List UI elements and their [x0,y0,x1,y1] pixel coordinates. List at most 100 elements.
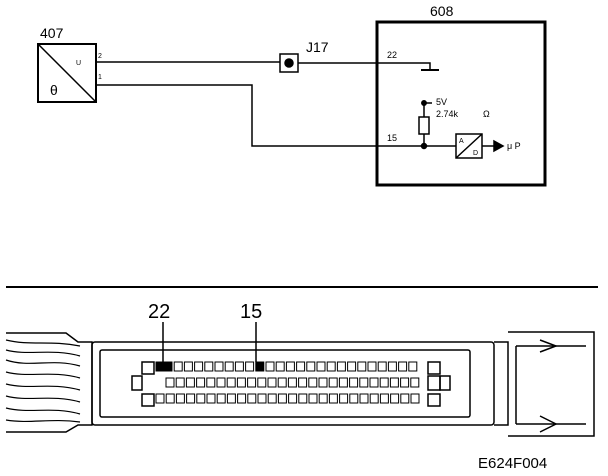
supply-voltage: 5V [436,97,447,107]
guide-right-outer [427,375,441,391]
sensor-diagonal [37,43,97,103]
guide-right-top [427,361,441,375]
pin-cavity [287,377,297,388]
pin-cavity [175,377,185,388]
adc-analog-label: A [459,138,464,145]
pin-cavity [359,377,369,388]
pin-cavity [410,377,420,388]
ad-converter-diagonal [455,133,483,159]
resistor-value: 2.74k [436,109,459,119]
pin-cavity [267,377,277,388]
pin-cavity [206,377,216,388]
pin-cavity [277,377,287,388]
pin-cavity [338,377,348,388]
guide-right-mid [439,375,451,391]
pin-cavity [275,361,285,372]
callout-15: 15 [240,301,262,323]
pin-22-cavity [155,361,173,372]
pin-cavity [165,377,175,388]
output-arrow-icon [493,139,505,153]
pin-cavity [216,377,226,388]
callout-22: 22 [148,301,170,323]
guide-right-low [427,393,441,407]
pin-cavity [369,393,379,404]
connector-body [6,332,93,433]
pin-cavity [214,361,224,372]
ecu-pin-22: 22 [387,50,397,60]
sensor-symbol: θ [50,82,58,98]
pin-cavity [367,361,377,372]
pin-cavity [298,377,308,388]
pin-cavity [328,377,338,388]
sensor-signal-label: U [76,60,81,67]
pin-cavity [247,393,257,404]
pin-cavity [267,393,277,404]
pin-cavity [257,377,267,388]
pin-cavity [389,377,399,388]
sensor-pin-2: 2 [98,53,102,60]
pin-cavity [237,393,247,404]
pin-cavity [398,361,408,372]
pin-rows [155,361,420,404]
temperature-sensor [37,43,97,103]
pin-cavity [288,393,298,404]
pin-cavity [308,393,318,404]
pin-cavity [236,377,246,388]
guide-left-mid [141,361,155,375]
pin-cavity [400,393,410,404]
pin-cavity [224,361,234,372]
connector-drawing: 22 15 [5,301,595,437]
pin-cavity [183,361,193,372]
adc-digital-label: D [473,150,478,157]
pin-cavity [185,377,195,388]
pin-cavity [349,393,359,404]
connector-inner [99,349,471,418]
ecu-ref: 608 [430,3,454,19]
pin-cavity [339,393,349,404]
pin-cavity [226,393,236,404]
pin-cavity [408,361,418,372]
pin-cavity [349,377,359,388]
wire-signal [96,84,424,147]
pin-cavity [359,393,369,404]
pull-up-resistor [418,116,430,135]
pin-cavity [400,377,410,388]
ecu-pin-15: 15 [387,133,397,143]
pin-cavity [379,377,389,388]
sensor-ref: 407 [40,25,64,41]
pin-cavity [390,393,400,404]
rail-end-bottom [539,415,558,433]
pin-cavity [379,393,389,404]
pin-cavity [265,361,275,372]
pin-cavity [336,361,346,372]
pin-cavity [196,377,206,388]
guide-left-top [131,375,143,391]
resistor-unit: Ω [483,109,490,119]
pin-cavity [318,393,328,404]
pin-cavity [234,361,244,372]
rail-end-top [539,339,559,353]
pin-cavity [257,393,267,404]
pin-cavity [306,361,316,372]
connector-latch [494,341,509,426]
pin-cavity [165,393,175,404]
pin-cavity [175,393,185,404]
pin-cavity [194,361,204,372]
pin-cavity [298,393,308,404]
pin-cavity [277,393,287,404]
connector-rail [508,331,595,437]
pin-cavity [316,361,326,372]
schematic-top: 407 θ U 2 1 J17 608 22 15 5V 2.74k Ω [37,3,547,187]
pin-cavity [296,361,306,372]
junction-ref: J17 [306,39,329,55]
pin-cavity [308,377,318,388]
pin-cavity [206,393,216,404]
junction-dot [284,58,294,68]
pin-cavity [226,377,236,388]
wire-ground-to-ecu [298,62,431,70]
pin-cavity [387,361,397,372]
pin-cavity [328,393,338,404]
figure-code: E624F004 [478,455,547,472]
pin-cavity [410,393,420,404]
pin-cavity [155,393,165,404]
